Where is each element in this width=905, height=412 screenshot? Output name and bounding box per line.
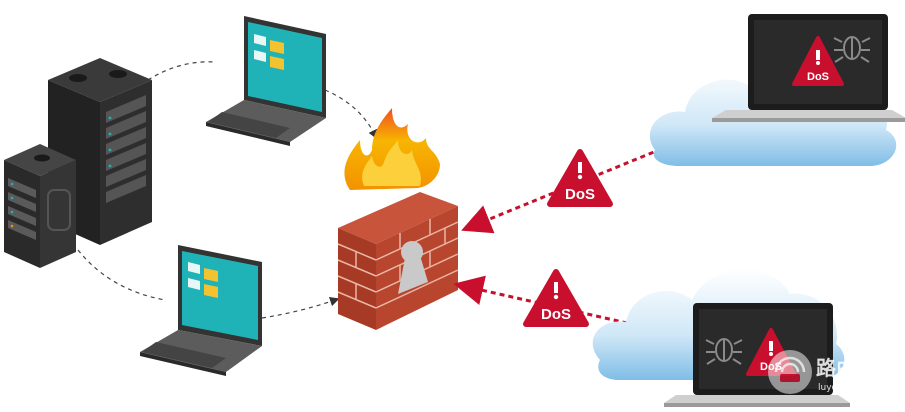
- firewall-icon: [337, 108, 459, 330]
- watermark-subtitle: luyouqi.com: [818, 383, 873, 393]
- keyhole-icon: [398, 241, 428, 294]
- laptop-top-icon: [206, 16, 326, 146]
- internal-connectors: [77, 61, 378, 319]
- watermark: 路由器 luyouqi.com: [768, 350, 877, 394]
- dos-badge-bottom: [523, 269, 589, 327]
- router-logo-icon: [774, 356, 806, 382]
- dos-label-bottom: DoS: [541, 306, 571, 323]
- watermark-title: 路由器: [816, 356, 877, 380]
- bug-icon: [833, 36, 871, 63]
- connector-server-to-laptop-top: [147, 61, 216, 81]
- connector-laptop-bottom-to-firewall: [261, 297, 340, 319]
- dos-badge-top: [547, 149, 613, 207]
- laptop-bottom-icon: [140, 245, 262, 376]
- connector-server-to-laptop-bottom: [77, 249, 166, 301]
- server-rack-icon: [4, 58, 152, 268]
- attacker-laptop-top-icon: [712, 14, 905, 122]
- bug-icon: [705, 338, 743, 365]
- attacker-laptop-bottom-icon: [664, 303, 850, 407]
- attack-arrow-top: [461, 123, 721, 234]
- dos-warning-icon: [792, 36, 844, 86]
- dos-screen-label-top: DoS: [807, 71, 829, 83]
- dos-label-top: DoS: [565, 186, 595, 203]
- connector-laptop-top-to-firewall: [324, 89, 378, 140]
